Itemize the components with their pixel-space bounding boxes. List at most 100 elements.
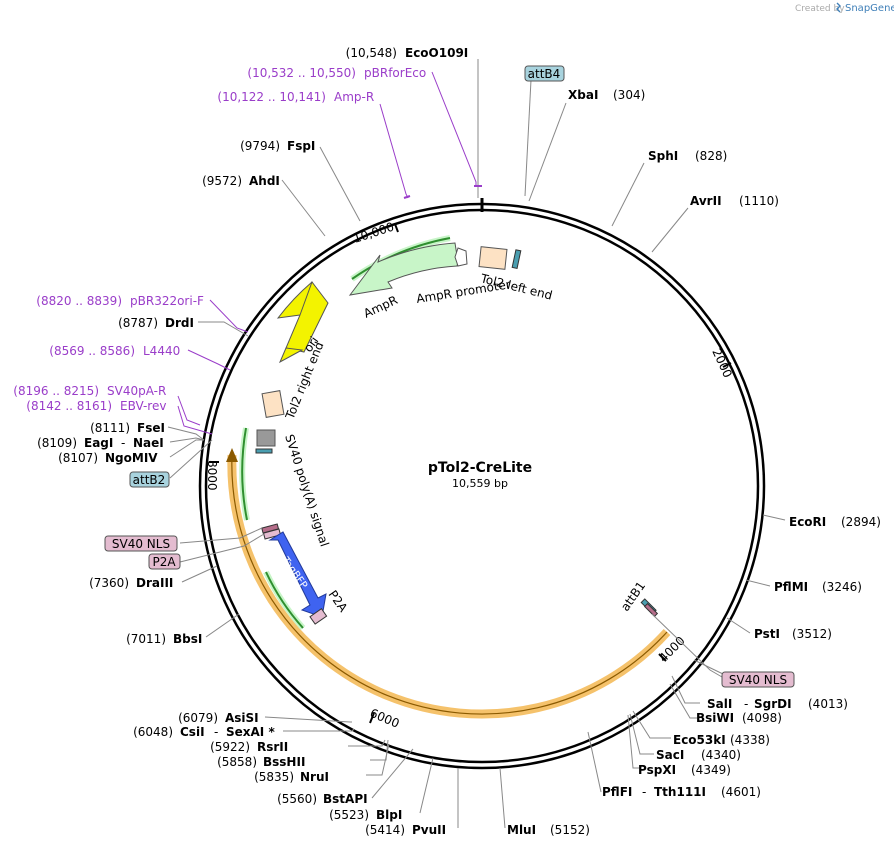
- label-attb2[interactable]: attB2: [129, 471, 170, 488]
- enzyme-sphi[interactable]: SphI (828): [648, 149, 727, 163]
- svg-text:(4340): (4340): [701, 748, 741, 762]
- sv40-nls-right-feature[interactable]: [643, 602, 659, 618]
- enzyme-bbsi[interactable]: (7011) BbsI: [126, 632, 202, 646]
- attb2-site[interactable]: [255, 448, 273, 454]
- svg-text:(5560): (5560): [277, 792, 317, 806]
- tol2-left-end-feature[interactable]: [478, 246, 508, 270]
- orf-band-arrowhead: [226, 448, 238, 462]
- svg-text:(7011): (7011): [126, 632, 166, 646]
- svg-text:BbsI: BbsI: [173, 632, 202, 646]
- svg-text:EBV-rev: EBV-rev: [120, 399, 166, 413]
- p2a-feature[interactable]: [309, 608, 328, 625]
- svg-text:(10,548): (10,548): [346, 46, 397, 60]
- tick-10000: 10,000: [352, 220, 399, 246]
- enzyme-avrii[interactable]: AvrII (1110): [690, 194, 779, 208]
- svg-text:(304): (304): [613, 88, 645, 102]
- ampr-label: AmpR: [361, 293, 399, 321]
- label-sv40-nls-right[interactable]: SV40 NLS: [721, 671, 795, 688]
- enzyme-xbai[interactable]: XbaI (304): [568, 88, 645, 102]
- p2a-left-feature[interactable]: [262, 528, 282, 540]
- enzyme-sali-sgrdi[interactable]: SalI - SgrDI (4013): [707, 697, 848, 711]
- enzyme-ahdi[interactable]: (9572) AhdI: [202, 174, 280, 188]
- enzyme-mlui[interactable]: MluI (5152): [507, 823, 590, 837]
- enzyme-ngomiv[interactable]: (8107) NgoMIV: [58, 451, 158, 465]
- svg-text:(3512): (3512): [792, 627, 832, 641]
- ori-arrowhead: [278, 347, 304, 364]
- ampr-feature[interactable]: [348, 242, 459, 296]
- svg-text:-: -: [121, 436, 125, 450]
- svg-text:EcoO109I: EcoO109I: [405, 46, 468, 60]
- primer-pbr322ori-f[interactable]: (8820 .. 8839) pBR322ori-F: [36, 294, 204, 308]
- attb1-label: attB1: [618, 579, 648, 614]
- svg-text:SV40pA-R: SV40pA-R: [107, 384, 166, 398]
- svg-text:(4013): (4013): [808, 697, 848, 711]
- svg-text:(4601): (4601): [721, 785, 761, 799]
- enzyme-blpi[interactable]: (5523) BlpI: [329, 808, 402, 822]
- svg-text:(9794): (9794): [240, 139, 280, 153]
- svg-text:(5835): (5835): [254, 770, 294, 784]
- tol2-right-end-feature[interactable]: [261, 390, 285, 418]
- svg-text:BssHII: BssHII: [263, 755, 305, 769]
- primer-ampr[interactable]: (10,122 .. 10,141) Amp-R: [217, 90, 374, 104]
- enzyme-pflmi[interactable]: PflMI (3246): [774, 580, 862, 594]
- enzyme-eco53ki[interactable]: Eco53kI (4338): [673, 733, 770, 747]
- svg-text:AhdI: AhdI: [249, 174, 280, 188]
- enzyme-nrui[interactable]: (5835) NruI: [254, 770, 329, 784]
- enzyme-rsrii[interactable]: (5922) RsrII: [210, 740, 288, 754]
- primer-pbrforeco[interactable]: (10,532 .. 10,550) pBRforEco: [247, 66, 426, 80]
- svg-text:(10,122 .. 10,141): (10,122 .. 10,141): [217, 90, 326, 104]
- svg-text:(4349): (4349): [691, 763, 731, 777]
- svg-text:DraIII: DraIII: [136, 576, 173, 590]
- enzyme-saci[interactable]: SacI (4340): [656, 748, 741, 762]
- svg-text:SphI: SphI: [648, 149, 678, 163]
- svg-text:EagI: EagI: [84, 436, 113, 450]
- primer-l4440[interactable]: (8569 .. 8586) L4440: [49, 344, 180, 358]
- enzyme-drdi[interactable]: (8787) DrdI: [118, 316, 194, 330]
- ampr-promoter-feature[interactable]: [454, 247, 468, 267]
- svg-text:(2894): (2894): [841, 515, 881, 529]
- enzyme-ecori[interactable]: EcoRI (2894): [789, 515, 881, 529]
- svg-text:SexAI *: SexAI *: [226, 725, 275, 739]
- svg-text:(8196 .. 8215): (8196 .. 8215): [13, 384, 99, 398]
- orf-band-line: [231, 454, 668, 715]
- svg-text:attB2: attB2: [133, 473, 166, 487]
- enzyme-pflfi-tth111i[interactable]: PflFI - Tth111I (4601): [602, 785, 761, 799]
- p2a-label: P2A: [326, 588, 351, 616]
- primer-sv40pa-r[interactable]: (8196 .. 8215) SV40pA-R: [13, 384, 166, 398]
- svg-text:AvrII: AvrII: [690, 194, 722, 208]
- svg-text:pBR322ori-F: pBR322ori-F: [130, 294, 204, 308]
- enzyme-asisi[interactable]: (6079) AsiSI: [178, 711, 259, 725]
- sv40-polya-feature[interactable]: [256, 429, 276, 447]
- primer-ebv-rev[interactable]: (8142 .. 8161) EBV-rev: [26, 399, 166, 413]
- enzyme-fsei[interactable]: (8111) FseI: [90, 421, 165, 435]
- svg-text:(5523): (5523): [329, 808, 369, 822]
- enzyme-psti[interactable]: PstI (3512): [754, 627, 832, 641]
- enzyme-bsshii[interactable]: (5858) BssHII: [217, 755, 305, 769]
- enzyme-bsiwi[interactable]: BsiWI (4098): [696, 711, 782, 725]
- plasmid-size: 10,559 bp: [452, 477, 508, 490]
- enzyme-fspi[interactable]: (9794) FspI: [240, 139, 315, 153]
- label-p2a-left[interactable]: P2A: [148, 553, 181, 570]
- sv40-polya-label: SV40 poly(A) signal: [282, 433, 332, 549]
- enzyme-ecoo109i[interactable]: (10,548) EcoO109I: [346, 46, 469, 60]
- enzyme-pspxi[interactable]: PspXI (4349): [638, 763, 731, 777]
- enzyme-eagi-naei[interactable]: (8109) EagI - NaeI: [37, 436, 164, 450]
- label-sv40-nls-left[interactable]: SV40 NLS: [104, 535, 178, 552]
- svg-text:DrdI: DrdI: [165, 316, 194, 330]
- svg-text:PflMI: PflMI: [774, 580, 808, 594]
- plasmid-name: pTol2-CreLite: [428, 460, 532, 476]
- svg-text:P2A: P2A: [152, 555, 176, 569]
- primer-leaders: [177, 71, 482, 435]
- enzyme-draiii[interactable]: (7360) DraIII: [89, 576, 173, 590]
- enzyme-csii-sexai[interactable]: (6048) CsiI - SexAI *: [133, 725, 275, 739]
- enzyme-pvuii[interactable]: (5414) PvuII: [365, 823, 446, 837]
- attb4-site[interactable]: [511, 249, 522, 270]
- svg-text:-: -: [642, 785, 646, 799]
- svg-text:10,000: 10,000: [352, 220, 396, 246]
- svg-text:PstI: PstI: [754, 627, 780, 641]
- label-attb4[interactable]: attB4: [524, 65, 565, 82]
- svg-text:(8820 .. 8839): (8820 .. 8839): [36, 294, 122, 308]
- enzyme-bstapi[interactable]: (5560) BstAPI: [277, 792, 367, 806]
